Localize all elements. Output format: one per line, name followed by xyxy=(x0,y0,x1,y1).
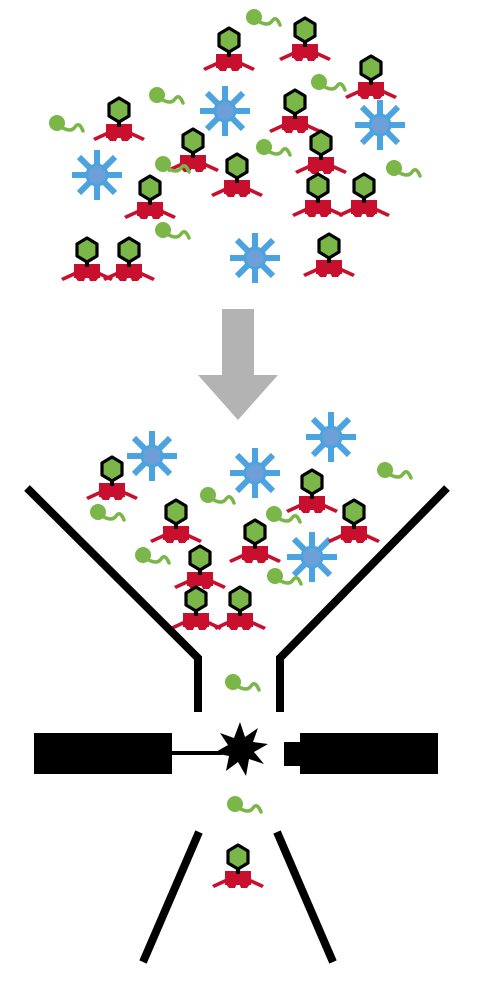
virus-icon xyxy=(59,236,115,283)
virus-icon xyxy=(284,468,340,515)
sperm-cell-icon xyxy=(147,85,185,105)
virus-icon xyxy=(84,455,140,502)
virus-icon xyxy=(201,26,257,73)
virus-icon xyxy=(301,232,357,279)
virus-icon xyxy=(326,498,382,545)
snowflake-icon xyxy=(230,448,280,498)
sperm-cell-icon xyxy=(88,502,126,522)
virus-icon xyxy=(91,96,147,143)
virus-icon xyxy=(209,152,265,199)
virus-icon xyxy=(293,129,349,176)
sperm-cell-icon xyxy=(47,113,85,133)
top-particle-cluster xyxy=(47,7,422,283)
snowflake-icon xyxy=(230,233,280,283)
snowflake-icon xyxy=(200,86,250,136)
laser-icon xyxy=(34,733,222,774)
virus-icon xyxy=(267,88,323,135)
snowflake-icon xyxy=(355,100,405,150)
snowflake-icon xyxy=(127,431,177,481)
virus-icon xyxy=(172,544,228,591)
detector-icon xyxy=(284,733,438,774)
snowflake-icon xyxy=(306,412,356,462)
sperm-cell-icon xyxy=(244,7,282,27)
sperm-cell-icon xyxy=(133,545,171,565)
sperm-cell-icon xyxy=(225,794,263,814)
funnel-icon xyxy=(24,485,450,712)
virus-icon xyxy=(210,843,266,890)
virus-icon xyxy=(212,585,268,632)
virus-icon xyxy=(227,518,283,565)
sperm-cell-icon xyxy=(223,672,261,692)
virus-icon xyxy=(343,54,399,101)
virus-icon xyxy=(122,174,178,221)
arrow-down-icon xyxy=(198,309,278,420)
virus-icon xyxy=(290,172,346,219)
virus-icon xyxy=(165,127,221,174)
snowflake-icon xyxy=(72,150,122,200)
sperm-cell-icon xyxy=(309,72,347,92)
virus-icon xyxy=(277,16,333,63)
sperm-cell-icon xyxy=(375,460,413,480)
sperm-cell-icon xyxy=(198,485,236,505)
sperm-cell-icon xyxy=(254,137,292,157)
sperm-cell-icon xyxy=(153,220,191,240)
sperm-cell-icon xyxy=(384,158,422,178)
virus-icon xyxy=(101,236,157,283)
virus-icon xyxy=(148,498,204,545)
burst-icon xyxy=(214,722,268,776)
virus-icon xyxy=(336,172,392,219)
virus-icon xyxy=(168,585,224,632)
output-channel xyxy=(139,830,337,964)
